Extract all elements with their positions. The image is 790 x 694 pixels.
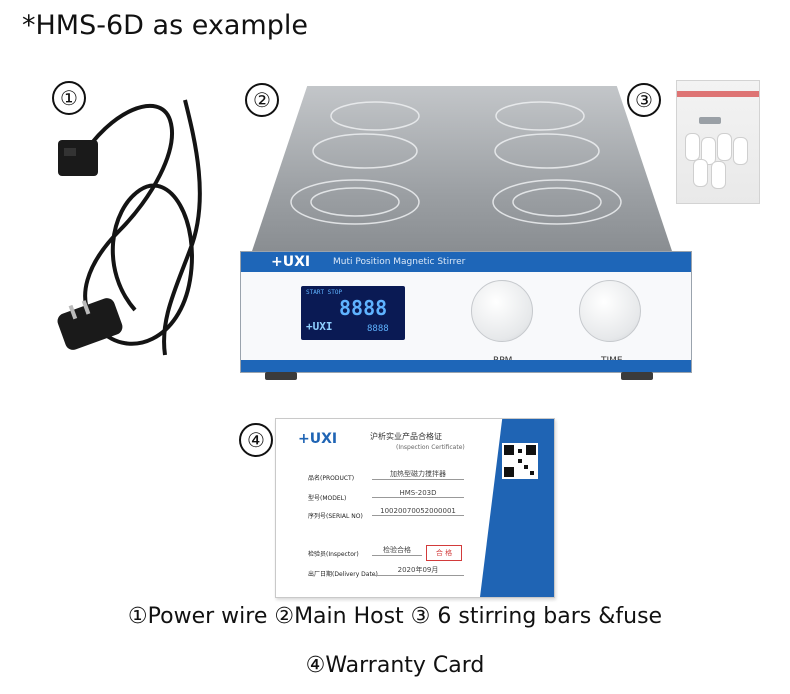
warranty-card: +UXI 沪析实业产品合格证 (Inspection Certificate) … (275, 418, 555, 598)
marker-4: ④ (239, 423, 273, 457)
stir-bar (701, 137, 716, 165)
time-knob[interactable] (579, 280, 641, 342)
steel-top-plate (247, 86, 677, 266)
marker-3: ③ (627, 83, 661, 117)
qr-code-icon (502, 443, 538, 479)
stir-bars-bag (676, 80, 760, 204)
card-row-label: 序列号(SERIAL NO) (308, 513, 363, 520)
stir-bar (685, 133, 700, 161)
marker-1: ① (52, 81, 86, 115)
card-row-label: 品名(PRODUCT) (308, 475, 355, 482)
card-logo: +UXI (298, 431, 338, 447)
card-row-label: 出厂日期(Delivery Date) (308, 571, 378, 578)
fuse (699, 117, 721, 124)
bottom-trim (241, 360, 691, 372)
stir-bar (711, 161, 726, 189)
bag-seal-stripe (677, 91, 759, 97)
rpm-knob[interactable] (471, 280, 533, 342)
page-header: *HMS-6D as example (22, 10, 308, 41)
card-row-value: 检验合格 (372, 545, 422, 556)
lcd-secondary-readout: 8888 (367, 324, 389, 334)
pass-stamp: 合 格 (426, 545, 462, 561)
brand-bar: +UXI Muti Position Magnetic Stirrer (241, 252, 691, 272)
marker-2: ② (245, 83, 279, 117)
foot-left (265, 372, 297, 380)
power-cable-image (57, 99, 202, 356)
brand-logo: +UXI (271, 254, 311, 270)
caption-line-2: ④Warranty Card (305, 653, 485, 678)
card-row-label: 检验员(Inspector) (308, 551, 359, 558)
product-tagline: Muti Position Magnetic Stirrer (333, 257, 466, 267)
lcd-status: START STOP (306, 289, 343, 296)
stirring-positions (290, 101, 622, 225)
foot-right (621, 372, 653, 380)
card-row-value: HMS-203D (372, 489, 464, 498)
magnetic-stirrer-host: +UXI Muti Position Magnetic Stirrer STAR… (225, 86, 695, 386)
caption-line-1: ①Power wire ②Main Host ③ 6 stirring bars… (127, 604, 663, 629)
lcd-logo: +UXI (306, 320, 333, 333)
card-title: 沪析实业产品合格证 (370, 432, 442, 441)
card-subtitle: (Inspection Certificate) (396, 444, 465, 451)
lcd-main-readout: 8888 (339, 296, 388, 320)
stir-bar (733, 137, 748, 165)
card-row-value: 2020年09月 (372, 565, 464, 576)
lcd-display: START STOP 8888 +UXI 8888 (301, 286, 405, 340)
stir-bar (693, 159, 708, 187)
card-row-label: 型号(MODEL) (308, 495, 347, 502)
card-row-value: 10020070052000001 (372, 507, 464, 516)
card-row-value: 加热型磁力搅拌器 (372, 469, 464, 480)
stir-bar (717, 133, 732, 161)
control-panel: +UXI Muti Position Magnetic Stirrer STAR… (240, 251, 692, 373)
